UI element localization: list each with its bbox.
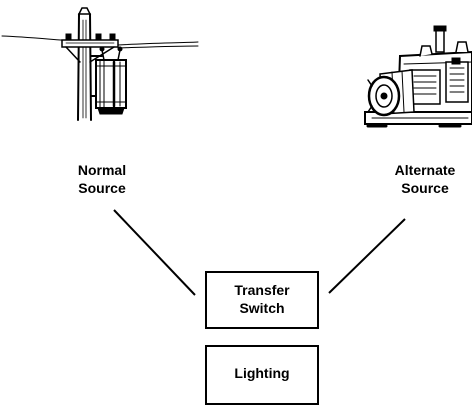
- alternate-source-label: Alternate Source: [380, 161, 470, 197]
- utility-pole-transformer-icon: [1, 7, 199, 121]
- lighting-box: Lighting: [205, 345, 319, 405]
- transfer-switch-box: Transfer Switch: [205, 271, 319, 329]
- transfer-switch-line2: Switch: [239, 300, 285, 316]
- transfer-switch-line1: Transfer: [234, 282, 290, 298]
- lighting-label: Lighting: [234, 365, 290, 381]
- normal-source-line2: Source: [78, 180, 126, 196]
- alternate-to-switch-line: [328, 218, 406, 294]
- alternate-source-line2: Source: [401, 180, 449, 196]
- normal-source-line1: Normal: [77, 162, 127, 178]
- generator-icon: [364, 25, 472, 128]
- normal-source-label: Normal Source: [62, 161, 142, 197]
- alternate-source-line1: Alternate: [394, 162, 456, 178]
- normal-to-switch-line: [113, 209, 196, 296]
